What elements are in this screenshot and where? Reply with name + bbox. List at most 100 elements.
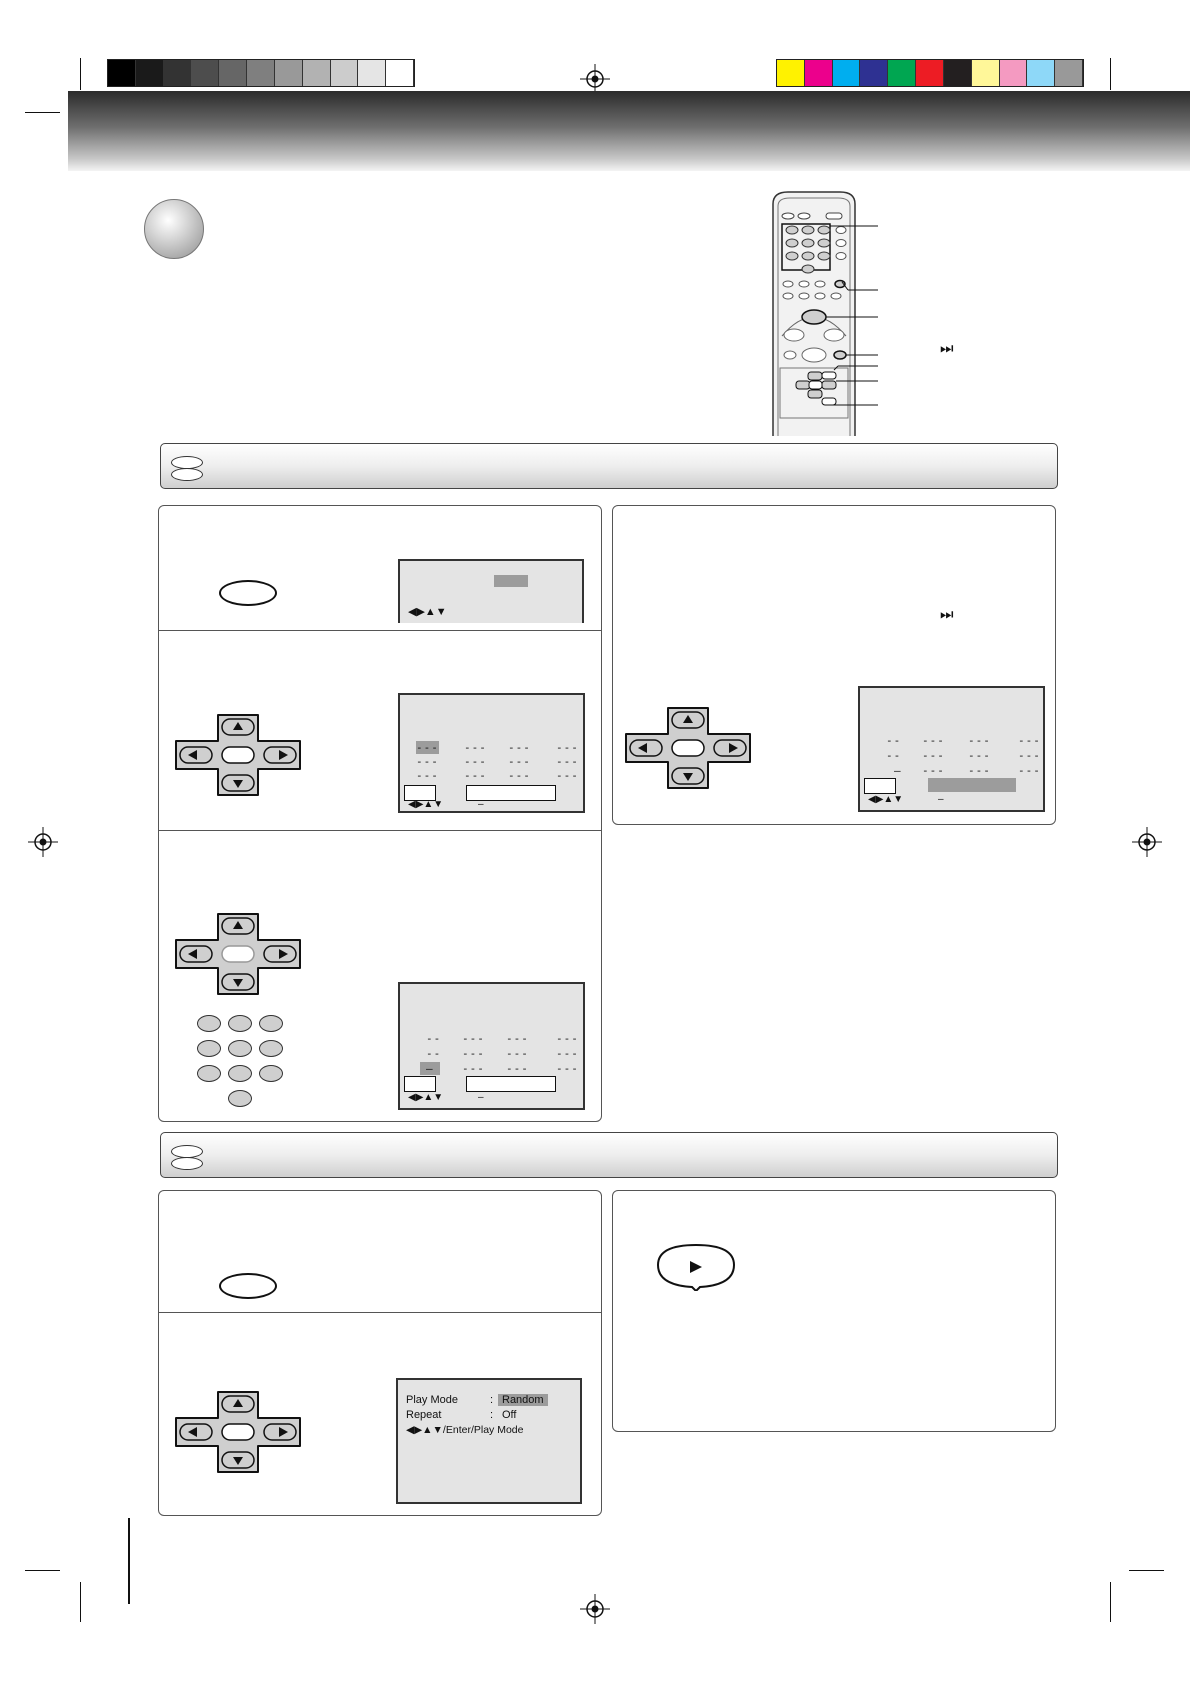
number-button <box>228 1065 252 1082</box>
calibration-swatch <box>163 60 192 86</box>
grid-cell: --- <box>1018 764 1041 777</box>
grid-cell: --- <box>556 1047 579 1060</box>
down-arrow-icon <box>683 773 693 781</box>
left-arrow-icon <box>638 743 647 753</box>
calibration-swatch <box>1027 60 1056 86</box>
grid-cell: --- <box>464 755 487 768</box>
calibration-swatch <box>191 60 220 86</box>
tv-screen-play-mode: Play Mode : Random Repeat : Off ◀▶▲▼/Ent… <box>396 1378 582 1504</box>
number-button <box>228 1040 252 1057</box>
enter-button-shape <box>221 746 255 764</box>
calibration-swatch <box>1055 60 1083 86</box>
grid-cell: -- <box>426 1047 442 1060</box>
grid-cell: --- <box>556 1062 579 1075</box>
grayscale-calibration-bar <box>107 59 415 87</box>
grid-cell: --- <box>922 764 945 777</box>
registration-target-icon <box>580 1594 610 1624</box>
registration-target-icon <box>28 827 58 857</box>
calibration-swatch <box>386 60 414 86</box>
osd-nav-hint: ◀▶▲▼/Enter/Play Mode <box>406 1424 524 1436</box>
play-icon <box>690 1261 702 1273</box>
enter-button-shape <box>221 945 255 963</box>
osd-highlight <box>928 778 1016 792</box>
color-calibration-bar <box>776 59 1084 87</box>
play-button-illustration <box>656 1243 736 1291</box>
calibration-swatch <box>777 60 805 86</box>
osd-highlight <box>494 575 528 587</box>
grid-cell: --- <box>464 741 487 754</box>
section-bullet-icon <box>144 199 204 259</box>
direction-pad-illustration <box>175 714 301 796</box>
disc-format-icon <box>171 468 203 481</box>
up-arrow-icon <box>683 715 693 723</box>
crop-mark <box>1110 58 1111 90</box>
osd-repeat-value: Off <box>502 1409 517 1421</box>
crop-mark <box>25 1570 60 1571</box>
direction-pad-illustration <box>175 913 301 995</box>
instruction-panel-play <box>612 1190 1056 1432</box>
page-header-band <box>68 91 1190 171</box>
number-button <box>197 1065 221 1082</box>
osd-box <box>864 778 896 794</box>
grid-cell: --- <box>1018 734 1041 747</box>
grid-cell: --- <box>922 749 945 762</box>
grid-cell: --- <box>922 734 945 747</box>
calibration-swatch <box>999 60 1028 86</box>
calibration-swatch <box>330 60 359 86</box>
calibration-swatch <box>916 60 944 86</box>
calibration-swatch <box>943 60 972 86</box>
tv-screen-program-title: ◀▶▲▼ <box>398 559 584 623</box>
right-arrow-icon <box>729 743 738 753</box>
grid-cell: --- <box>508 755 531 768</box>
step-divider <box>159 630 601 631</box>
enter-button-shape <box>221 1423 255 1441</box>
osd-nav-hint: ◀▶▲▼ <box>408 606 447 618</box>
step-divider <box>159 1312 601 1313</box>
disc-format-icon <box>171 1157 203 1170</box>
skip-next-icon: ⏭ <box>940 340 954 357</box>
osd-separator: : <box>490 1394 494 1406</box>
program-button-illustration <box>219 580 277 606</box>
enter-button-shape <box>671 739 705 757</box>
calibration-swatch <box>135 60 164 86</box>
down-arrow-icon <box>233 979 243 987</box>
grid-cell: --- <box>462 1032 485 1045</box>
section-bar-program-playback <box>160 443 1058 489</box>
osd-repeat-label: Repeat <box>406 1409 442 1421</box>
grid-cell: --- <box>464 769 487 782</box>
osd-play-mode-value: Random <box>498 1394 548 1406</box>
osd-nav-hint: ◀▶▲▼ <box>868 794 904 805</box>
number-button <box>197 1015 221 1032</box>
number-button <box>228 1090 252 1107</box>
grid-cell: --- <box>508 741 531 754</box>
osd-nav-short: – <box>478 1092 484 1103</box>
number-button <box>228 1015 252 1032</box>
right-arrow-icon <box>279 1427 288 1437</box>
grid-cell: --- <box>556 1032 579 1045</box>
tv-screen-program-list: -- --- --- --- -- --- --- --- – --- --- … <box>858 686 1045 812</box>
direction-pad-illustration <box>625 707 751 789</box>
remote-control-illustration <box>772 191 878 436</box>
calibration-swatch <box>832 60 861 86</box>
grid-cell: --- <box>968 734 991 747</box>
osd-nav-hint: ◀▶▲▼ <box>408 1092 444 1103</box>
right-arrow-icon <box>279 949 288 959</box>
skip-next-icon: ⏭ <box>940 606 954 623</box>
left-arrow-icon <box>188 949 197 959</box>
grid-cell-selected: – <box>420 1062 440 1075</box>
grid-cell: --- <box>462 1047 485 1060</box>
grid-cell: --- <box>506 1032 529 1045</box>
grid-cell: --- <box>416 769 439 782</box>
number-button <box>197 1040 221 1057</box>
calibration-swatch <box>804 60 833 86</box>
grid-cell: -- <box>426 1032 442 1045</box>
grid-cell: --- <box>556 769 579 782</box>
grid-cell: --- <box>506 1047 529 1060</box>
osd-box <box>404 785 436 801</box>
grid-cell: -- <box>886 749 902 762</box>
down-arrow-icon <box>233 1457 243 1465</box>
crop-mark <box>1110 1582 1111 1622</box>
tv-screen-program-grid: --- --- --- --- --- --- --- --- --- --- … <box>398 693 585 813</box>
play-mode-button-illustration <box>219 1273 277 1299</box>
up-arrow-icon <box>233 722 243 730</box>
